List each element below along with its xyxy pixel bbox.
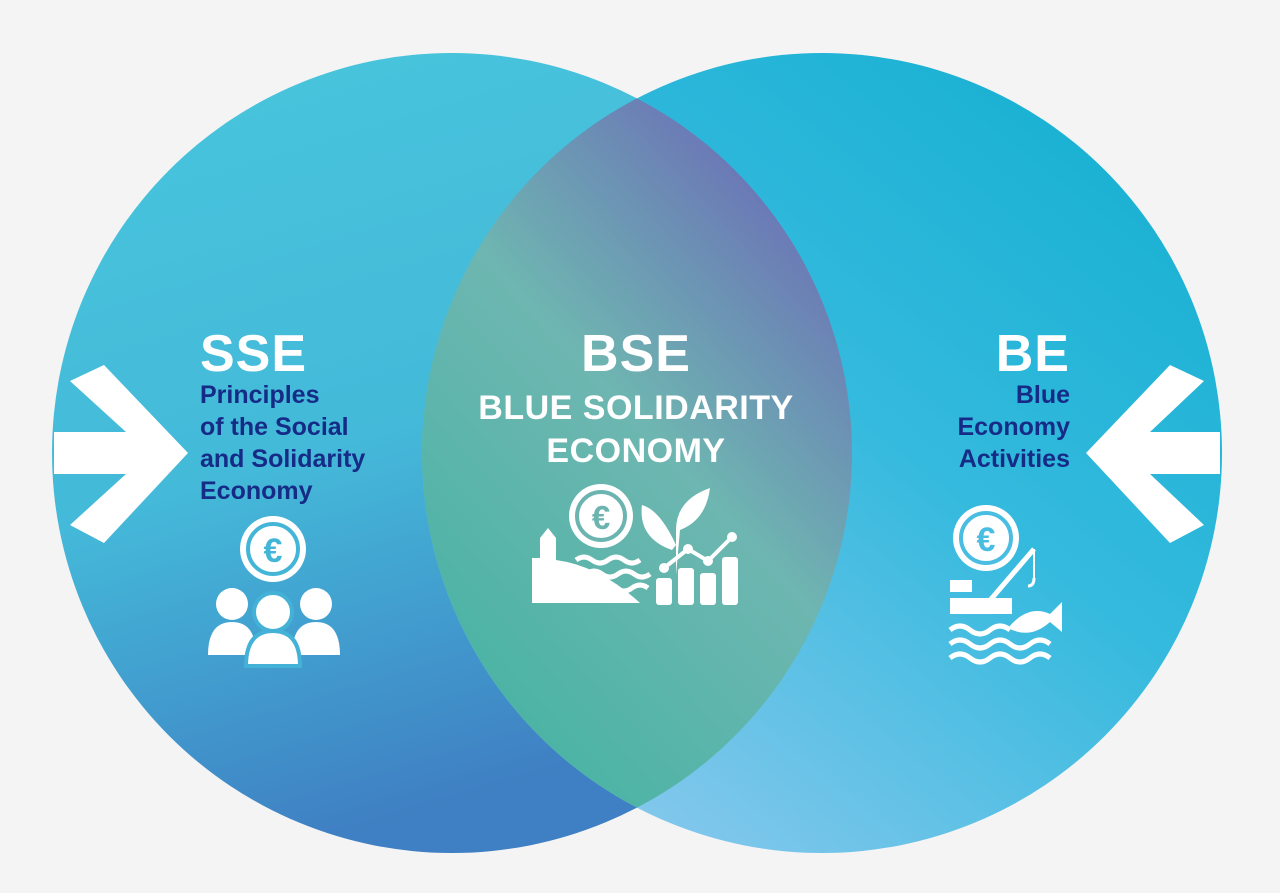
be-desc-line: Activities [958,445,1070,473]
be-desc-line: Economy [957,413,1070,441]
sse-desc-line: Economy [200,477,313,505]
people-euro-icon: € [208,516,340,668]
sse-abbreviation: SSE [200,325,308,383]
svg-text:€: € [264,532,283,570]
bse-overlap [422,53,852,853]
sse-desc-line: and Solidarity [200,445,366,473]
bse-description: BLUE SOLIDARITY ECONOMY [446,387,826,473]
svg-text:€: € [592,499,610,536]
fishing-euro-icon: € [948,505,1062,665]
coast-plant-growth-euro-icon: € [532,484,738,605]
be-description: Blue Economy Activities [870,379,1070,475]
bse-abbreviation: BSE [581,325,691,383]
sse-desc-line: of the Social [200,413,349,441]
chevron-left-icon [1086,365,1220,543]
bse-desc-line: BLUE SOLIDARITY [478,389,794,427]
be-desc-line: Blue [1015,381,1070,409]
be-abbreviation: BE [995,325,1070,383]
sse-desc-line: Principles [200,381,320,409]
bse-desc-line: ECONOMY [546,432,726,470]
svg-text:€: € [977,521,996,559]
chevron-right-icon [54,365,188,543]
sse-description: Principles of the Social and Solidarity … [200,379,430,507]
